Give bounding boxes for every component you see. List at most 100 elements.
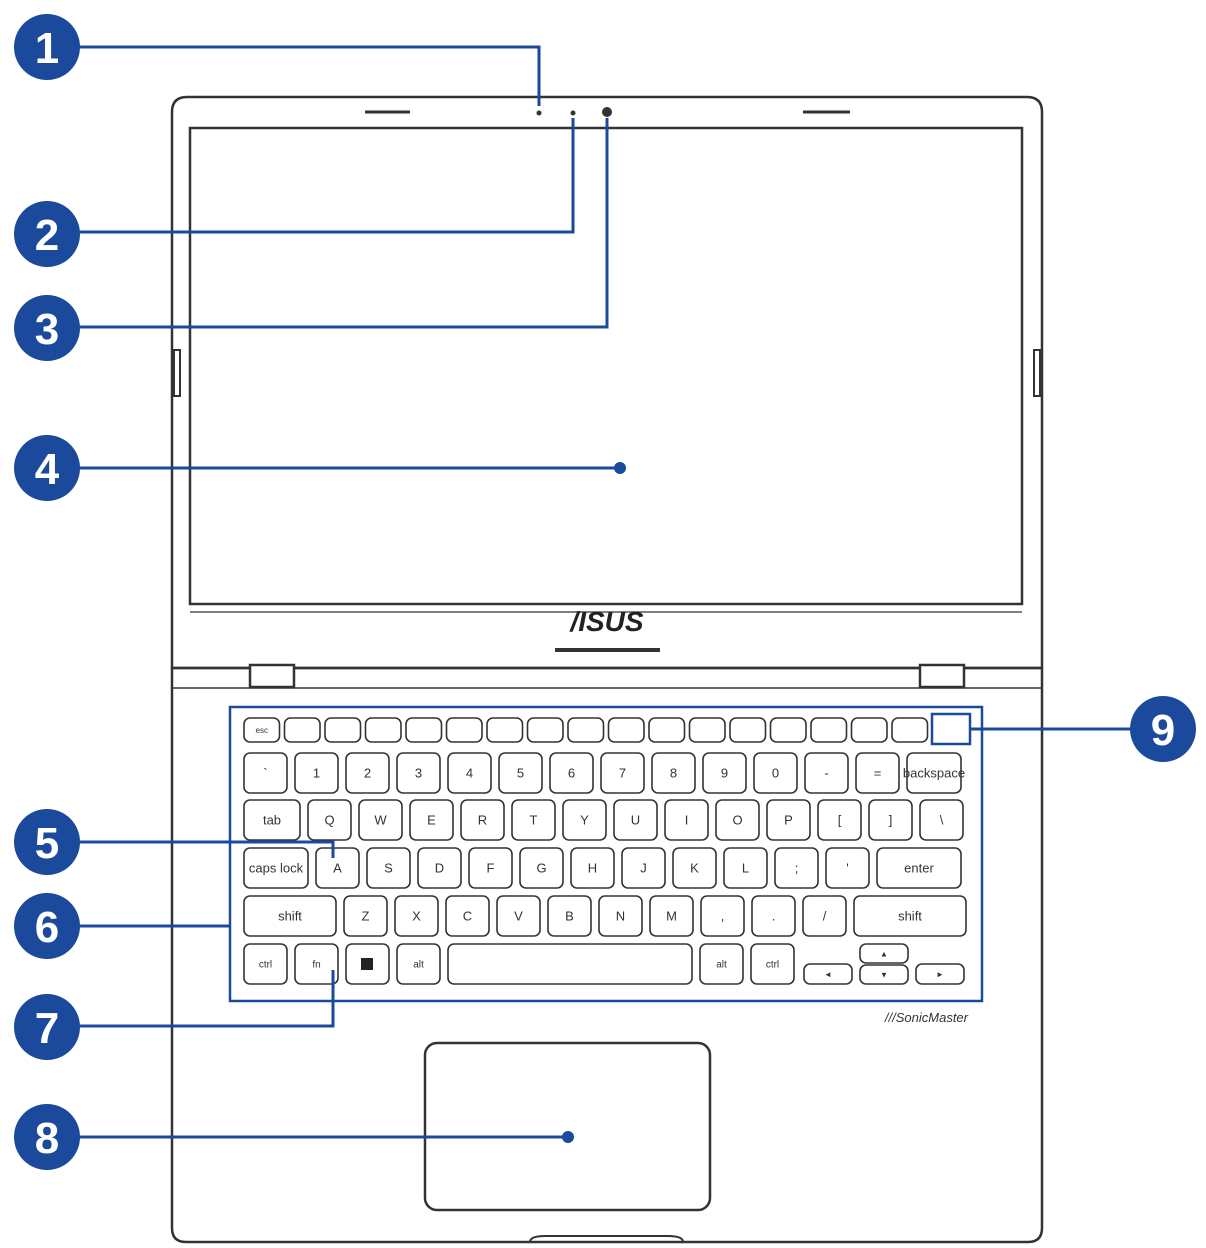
key-label: ▲ (880, 949, 888, 958)
svg-text:1: 1 (35, 24, 59, 73)
key-label: V (514, 909, 523, 924)
key-label: 0 (772, 766, 779, 781)
key-num-4: 4 (447, 752, 492, 794)
callout-lines (76, 45, 1132, 1139)
callout-5: 5 (14, 809, 80, 875)
key-qwerty-y: Y (562, 799, 607, 841)
key-label: [ (838, 813, 842, 828)
arrow-right-key: ► (915, 963, 965, 985)
key-num-8: 8 (651, 752, 696, 794)
laptop-base (170, 668, 1044, 1244)
side-bump-right (1033, 349, 1041, 397)
key-home-j: J (621, 847, 666, 889)
key-home-h: H (570, 847, 615, 889)
asus-logo: /ISUS (568, 606, 643, 637)
callout-line-7 (76, 970, 335, 1028)
callout-line-2 (76, 118, 575, 234)
key-label: 4 (466, 766, 473, 781)
key-bottom-alt: alt (396, 943, 441, 985)
key-fn-blank-6 (486, 717, 524, 743)
key-shift-m: M (649, 895, 694, 937)
key-qwerty-t: T (511, 799, 556, 841)
key-num-7: 7 (600, 752, 645, 794)
svg-text:4: 4 (35, 445, 60, 494)
key-fn-blank-5 (445, 717, 483, 743)
key-label: Y (580, 813, 589, 828)
key-label: ► (936, 970, 944, 979)
display-point (614, 462, 626, 474)
callout-7: 7 (14, 994, 80, 1060)
key-fn-blank-7 (526, 717, 564, 743)
callout-line-1 (76, 45, 541, 106)
key-label: ◄ (824, 970, 832, 979)
key-qwerty-r: R (460, 799, 505, 841)
key-shift-c: C (445, 895, 490, 937)
key-fn-blank-9 (607, 717, 645, 743)
key-label: N (616, 909, 625, 924)
key-label: B (565, 909, 574, 924)
key-label: M (666, 909, 677, 924)
key-qwerty-u: U (613, 799, 658, 841)
key-home-s: S (366, 847, 411, 889)
key-home-sym-11: ' (825, 847, 870, 889)
key-home-l: L (723, 847, 768, 889)
key-home-k: K (672, 847, 717, 889)
key-fn-blank-2 (324, 717, 362, 743)
key-fn-blank-3 (364, 717, 402, 743)
key-label: 1 (313, 766, 320, 781)
key-bottom-ctrl: ctrl (750, 943, 795, 985)
key-fn-blank-12 (729, 717, 767, 743)
key-shift-sym-10: / (802, 895, 847, 937)
windows-icon (361, 958, 373, 970)
svg-text:5: 5 (35, 819, 59, 868)
key-label: . (772, 909, 776, 924)
key-label: 8 (670, 766, 677, 781)
key-label: F (487, 861, 495, 876)
touchpad-point (562, 1131, 574, 1143)
key-label: tab (263, 813, 281, 828)
camera-indicator (570, 110, 576, 116)
key-label: C (463, 909, 472, 924)
side-bump-left (173, 349, 181, 397)
key-shift-sym-8: , (700, 895, 745, 937)
key-label: , (721, 909, 725, 924)
callout-8: 8 (14, 1104, 80, 1170)
key-fn-blank-14 (810, 717, 848, 743)
key-num-3: 3 (396, 752, 441, 794)
key-label: R (478, 813, 487, 828)
key-qwerty-sym-12: ] (868, 799, 913, 841)
key-label: 2 (364, 766, 371, 781)
key-qwerty-sym-13: \ (919, 799, 964, 841)
key-label: 9 (721, 766, 728, 781)
front-notch (529, 1235, 684, 1243)
key-fn-blank-13 (769, 717, 807, 743)
key-num-sym-11: - (804, 752, 849, 794)
hinge-right (918, 663, 966, 689)
key-fn-blank-11 (688, 717, 726, 743)
key-label: 7 (619, 766, 626, 781)
key-label: shift (898, 909, 922, 924)
key-shift-sym-9: . (751, 895, 796, 937)
key-label: ▼ (880, 970, 888, 979)
key-shift-n: N (598, 895, 643, 937)
key-num-5: 5 (498, 752, 543, 794)
key-qwerty-sym-11: [ (817, 799, 862, 841)
key-label: K (690, 861, 699, 876)
svg-text:6: 6 (35, 903, 59, 952)
key-qwerty-tab: tab (243, 799, 301, 841)
camera (602, 107, 612, 117)
key-label: backspace (903, 766, 965, 781)
key-label: caps lock (249, 861, 304, 876)
key-shift-z: Z (343, 895, 388, 937)
key-home-a: A (315, 847, 360, 889)
key-label: ; (795, 861, 799, 876)
key-label: I (685, 813, 689, 828)
key-label: J (640, 861, 647, 876)
key-label: G (536, 861, 546, 876)
key-label: fn (312, 960, 320, 971)
key-fn-blank-1 (283, 717, 321, 743)
callout-line-3 (76, 118, 609, 329)
key-label: = (874, 766, 882, 781)
key-label: D (435, 861, 444, 876)
